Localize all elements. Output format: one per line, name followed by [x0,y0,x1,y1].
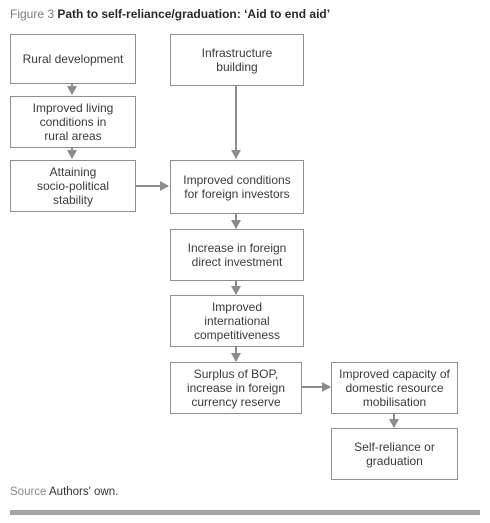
box-line-2: for foreign investors [184,187,290,201]
box-line-2: direct investment [191,255,283,269]
box-rural-development-text: Rural development [23,52,124,66]
box-line-1: Improved living [32,101,114,115]
source-label: Source [10,486,47,498]
source-note: Source Authors' own. [10,486,118,498]
box-line-2: international [204,314,270,328]
box-line-2: domestic resource [345,381,444,395]
bottom-rule [10,510,480,515]
box-line-3: mobilisation [362,395,427,409]
box-line-3: competitiveness [193,328,281,342]
box-line-3: currency reserve [191,395,281,409]
box-line-2: socio-political [36,179,110,193]
box-line-3: rural areas [44,129,102,143]
box-rural-development: Rural development [10,34,136,84]
box-line-2: increase in foreign [186,381,286,395]
box-line-1: Infrastructure [201,46,273,60]
box-line-1: Improved conditions [183,173,291,187]
figure-label: Figure 3 [10,7,55,21]
box-line-2: graduation [366,454,423,468]
box-line-1: Improved capacity of [339,367,450,381]
figure-title-text: Path to self-reliance/graduation: ‘Aid t… [57,7,331,21]
source-text: Authors' own. [49,486,119,498]
box-line-1: Rural development [22,52,124,66]
box-line-1: Attaining [49,165,97,179]
box-line-1: Self-reliance or [354,440,435,454]
box-line-1: Increase in foreign [187,241,287,255]
figure-title: Figure 3 Path to self-reliance/graduatio… [10,7,330,21]
box-line-2: conditions in [39,115,107,129]
box-line-1: Improved [211,300,262,314]
box-line-3: stability [52,193,93,207]
box-line-1: Surplus of BOP, [193,367,279,381]
box-line-2: building [216,60,258,74]
